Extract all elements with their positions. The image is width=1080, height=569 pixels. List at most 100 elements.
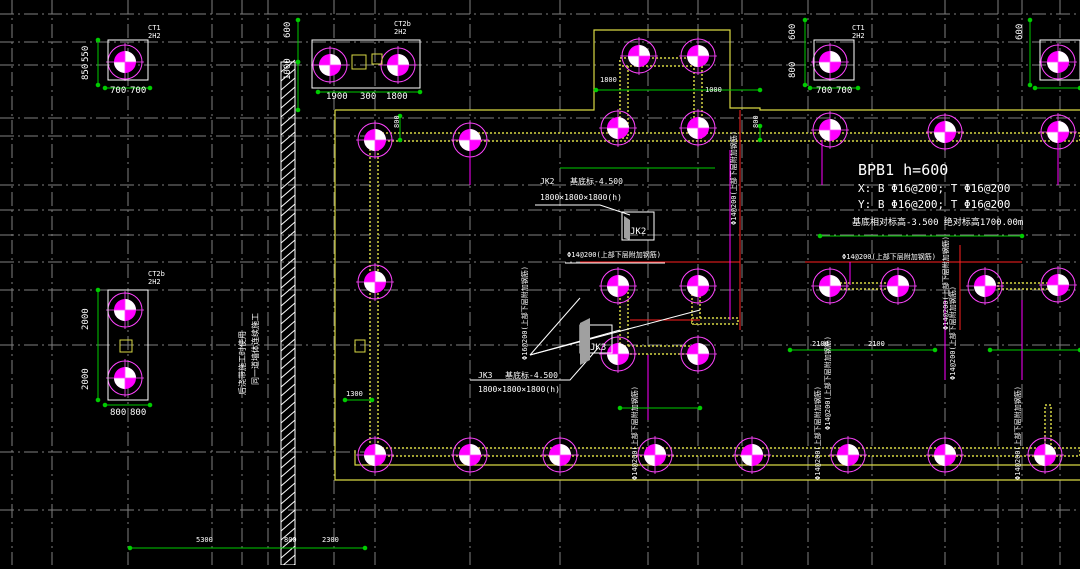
- hatch-stroke: [280, 338, 296, 352]
- pile: [106, 291, 144, 329]
- dim-1000b: 1000: [705, 86, 722, 94]
- dimension-tick: [1019, 233, 1025, 239]
- dimension-tick: [855, 85, 861, 91]
- hatch-stroke: [280, 77, 296, 91]
- hatch-stroke: [280, 428, 296, 442]
- dimension-tick: [397, 113, 403, 119]
- hatch-stroke: [280, 410, 296, 424]
- hatch-stroke: [280, 392, 296, 406]
- dimension-tick: [95, 82, 101, 88]
- rebar-note-v6: Φ14@200(上部下层附加钢筋): [948, 286, 957, 380]
- jk2-annotation: JK2 基底标-4.500 1800×1800×1800(h) JK2: [540, 176, 646, 237]
- cap-labels: CT1 2H2 CT2b 2H2 CT1 2H2 CT2b 2H2: [148, 20, 865, 286]
- wall-notes: 后浇带施工时使用 同一道墙体连续施工: [237, 313, 260, 395]
- jk2-leader-label: JK2: [540, 177, 555, 186]
- hatch-stroke: [280, 275, 296, 289]
- hatch-stroke: [280, 419, 296, 433]
- dim-700d: 700: [836, 86, 852, 96]
- slab-title: BPB1 h=600: [858, 161, 948, 179]
- pile: [966, 267, 1004, 305]
- dimension-tick: [369, 397, 375, 403]
- dim-800bot: 800: [284, 536, 297, 544]
- hatch-stroke: [280, 95, 296, 109]
- rebar-annotations: Φ14@200(上部下层附加钢筋) Φ14@200(上部下层附加钢筋) Φ14@…: [520, 131, 1022, 480]
- cap-label-1: CT1: [148, 24, 161, 32]
- pile: [733, 436, 771, 474]
- dim-600c: 600: [1015, 24, 1025, 40]
- raft-foundation-outline: [334, 29, 1080, 481]
- hatch-stroke: [280, 302, 296, 316]
- hatch-stroke: [280, 104, 296, 118]
- hatch-stroke: [280, 167, 296, 181]
- dim-2000a: 2000: [81, 308, 91, 330]
- hatch-stroke: [280, 203, 296, 217]
- pile: [679, 267, 717, 305]
- jk2-tag: JK2: [630, 227, 646, 237]
- dimension-tick: [757, 123, 763, 129]
- pile: [620, 37, 658, 75]
- dimension-tick: [807, 85, 813, 91]
- hatch-stroke: [280, 131, 296, 145]
- dimension-tick: [95, 287, 101, 293]
- pile: [356, 121, 394, 159]
- dimension-tick: [397, 137, 403, 143]
- dimension-tick: [802, 82, 808, 88]
- rebar-note-v1: Φ14@200(上部下层附加钢筋): [729, 131, 738, 225]
- dim-800a: 800: [393, 115, 401, 128]
- pile: [356, 436, 394, 474]
- hatch-stroke: [280, 500, 296, 514]
- hatch-stroke: [280, 374, 296, 388]
- dimension-tick: [417, 89, 423, 95]
- dimension-lines: [95, 17, 1080, 551]
- dimension-tick: [802, 17, 808, 23]
- dim-1300: 1300: [346, 390, 363, 398]
- hatch-stroke: [280, 536, 296, 550]
- hatch-stroke: [280, 365, 296, 379]
- pile: [1039, 43, 1077, 81]
- dim-550: 550: [81, 46, 91, 62]
- dimension-tick: [1032, 85, 1038, 91]
- dimension-tick: [295, 107, 301, 113]
- hatch-stroke: [280, 518, 296, 532]
- dimension-tick: [987, 347, 993, 353]
- dimension-tick: [102, 402, 108, 408]
- dim-2000b: 2000: [81, 368, 91, 390]
- cap-label-2: CT2b: [394, 20, 411, 28]
- pile: [926, 436, 964, 474]
- hatch-stroke: [280, 482, 296, 496]
- dim-800c: 800: [788, 62, 798, 78]
- hatch-stroke: [280, 140, 296, 154]
- pile: [811, 43, 849, 81]
- slab-annotation: BPB1 h=600 X: B Φ16@200; T Φ16@200 Y: B …: [852, 161, 1023, 228]
- pile: [679, 37, 717, 75]
- hatch-stroke: [280, 491, 296, 505]
- dimension-texts: 550 850 700 700 600 1000 1900 300 1800 1…: [81, 22, 1025, 544]
- dim-2100a: 2100: [812, 340, 829, 348]
- dim-800b: 800: [752, 115, 760, 128]
- hatch-stroke: [280, 437, 296, 451]
- pile: [541, 436, 579, 474]
- hatch-stroke: [280, 284, 296, 298]
- dim-2100b: 2100: [868, 340, 885, 348]
- pile: [926, 113, 964, 151]
- jk2-elevation: 基底标-4.500: [570, 176, 623, 186]
- rebar-note-v3: Φ14@200(上部下层附加钢筋): [630, 386, 639, 480]
- hatch-stroke: [280, 455, 296, 469]
- pile: [311, 46, 349, 84]
- pile: [679, 109, 717, 147]
- pile: [106, 43, 144, 81]
- dim-600: 600: [283, 22, 293, 38]
- dim-1000: 1000: [283, 58, 293, 80]
- pile: [356, 263, 394, 301]
- hatch-stroke: [280, 68, 296, 82]
- retaining-wall: [280, 59, 296, 569]
- pile: [1039, 113, 1077, 151]
- hatch-stroke: [280, 176, 296, 190]
- rebar-note-mid: Φ14@200(上部下层附加钢筋): [842, 252, 936, 261]
- dim-2300: 2300: [322, 536, 339, 544]
- dimension-tick: [1027, 82, 1033, 88]
- dim-1800b: 1800: [600, 76, 617, 84]
- hatch-stroke: [280, 266, 296, 280]
